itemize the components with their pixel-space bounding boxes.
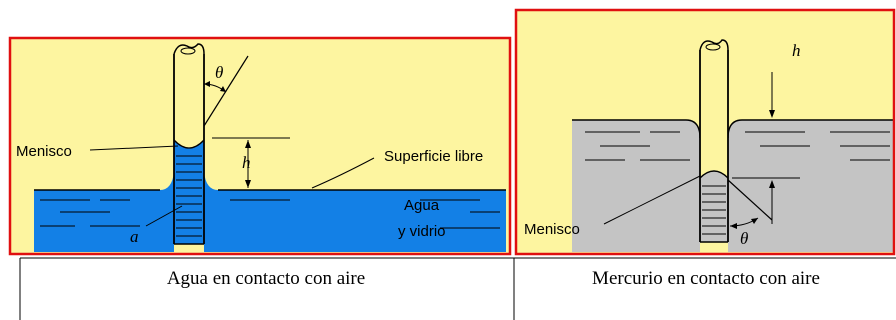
water-meniscus-leader [89, 145, 179, 151]
mercury-angle-arrow-right [751, 218, 758, 224]
water-material-label-line1: Agua [404, 197, 440, 214]
mercury-panel-frame [514, 8, 896, 256]
mercury-theta-symbol: θ [740, 229, 748, 248]
water-meniscus-label: Menisco [16, 143, 72, 160]
mercury-dashes [585, 131, 890, 161]
water-h-arrow-top [245, 140, 251, 148]
water-panel-frame [8, 36, 512, 256]
water-surface-leader [311, 157, 375, 189]
water-panel: θ h Menisco Superficie libre Agua y vidr… [8, 36, 512, 256]
water-angle-arrow-right [220, 86, 226, 92]
water-right-region [204, 172, 506, 252]
water-angle-arrow-left [204, 81, 210, 87]
water-surface-label: Superficie libre [384, 148, 483, 165]
mercury-caption: Mercurio en contacto con aire [592, 268, 820, 289]
water-caption: Agua en contacto con aire [167, 268, 365, 289]
water-a-symbol: a [130, 227, 139, 246]
water-a-leader [145, 205, 183, 227]
mercury-meniscus-label: Menisco [524, 221, 580, 238]
mercury-left-region [572, 120, 700, 252]
mercury-angle-arrow-left [730, 223, 737, 229]
mercury-h-arrow-bottom [769, 180, 775, 188]
mercury-tube [699, 39, 729, 243]
caption-table: Agua en contacto con aire Mercurio en co… [19, 257, 896, 320]
water-tube [173, 43, 205, 245]
water-dashes [40, 199, 500, 229]
mercury-panel: θ h Menisco [514, 8, 896, 256]
water-contact-angle-line [203, 55, 249, 127]
mercury-h-symbol: h [792, 41, 801, 60]
mercury-right-region [728, 120, 894, 252]
water-h-symbol: h [242, 153, 251, 172]
water-material-label-line2: y vidrio [398, 223, 446, 240]
mercury-h-arrow-top [769, 110, 775, 118]
water-theta-symbol: θ [215, 63, 223, 82]
mercury-meniscus-leader [603, 175, 701, 225]
mercury-contact-angle-line [727, 179, 773, 221]
water-h-arrow-bottom [245, 180, 251, 188]
